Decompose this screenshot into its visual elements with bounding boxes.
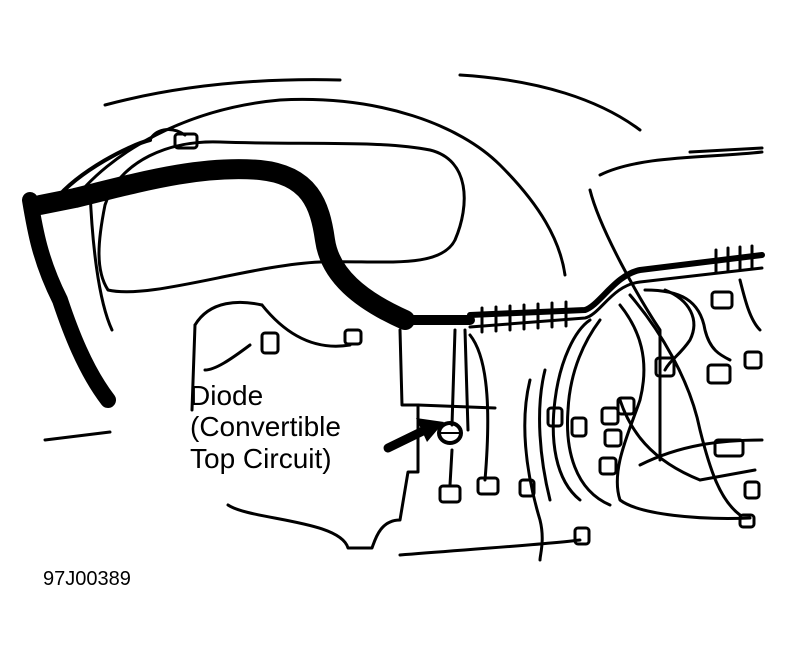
- harness-wrap-bands: [480, 244, 754, 334]
- diode-callout-line-2: (Convertible: [190, 411, 341, 443]
- diode-callout-label: Diode (Convertible Top Circuit): [190, 380, 341, 474]
- main-harness: [22, 128, 765, 408]
- diode-callout-line-1: Diode: [190, 380, 264, 411]
- diode-callout-arrow: [383, 418, 444, 453]
- console-bracket: [190, 300, 497, 550]
- diode-component: [437, 421, 463, 445]
- branch-wires: [203, 278, 762, 562]
- connectors: [173, 132, 763, 546]
- diode-callout-line-3: Top Circuit): [190, 442, 332, 474]
- figure-code: 97J00389: [43, 568, 131, 590]
